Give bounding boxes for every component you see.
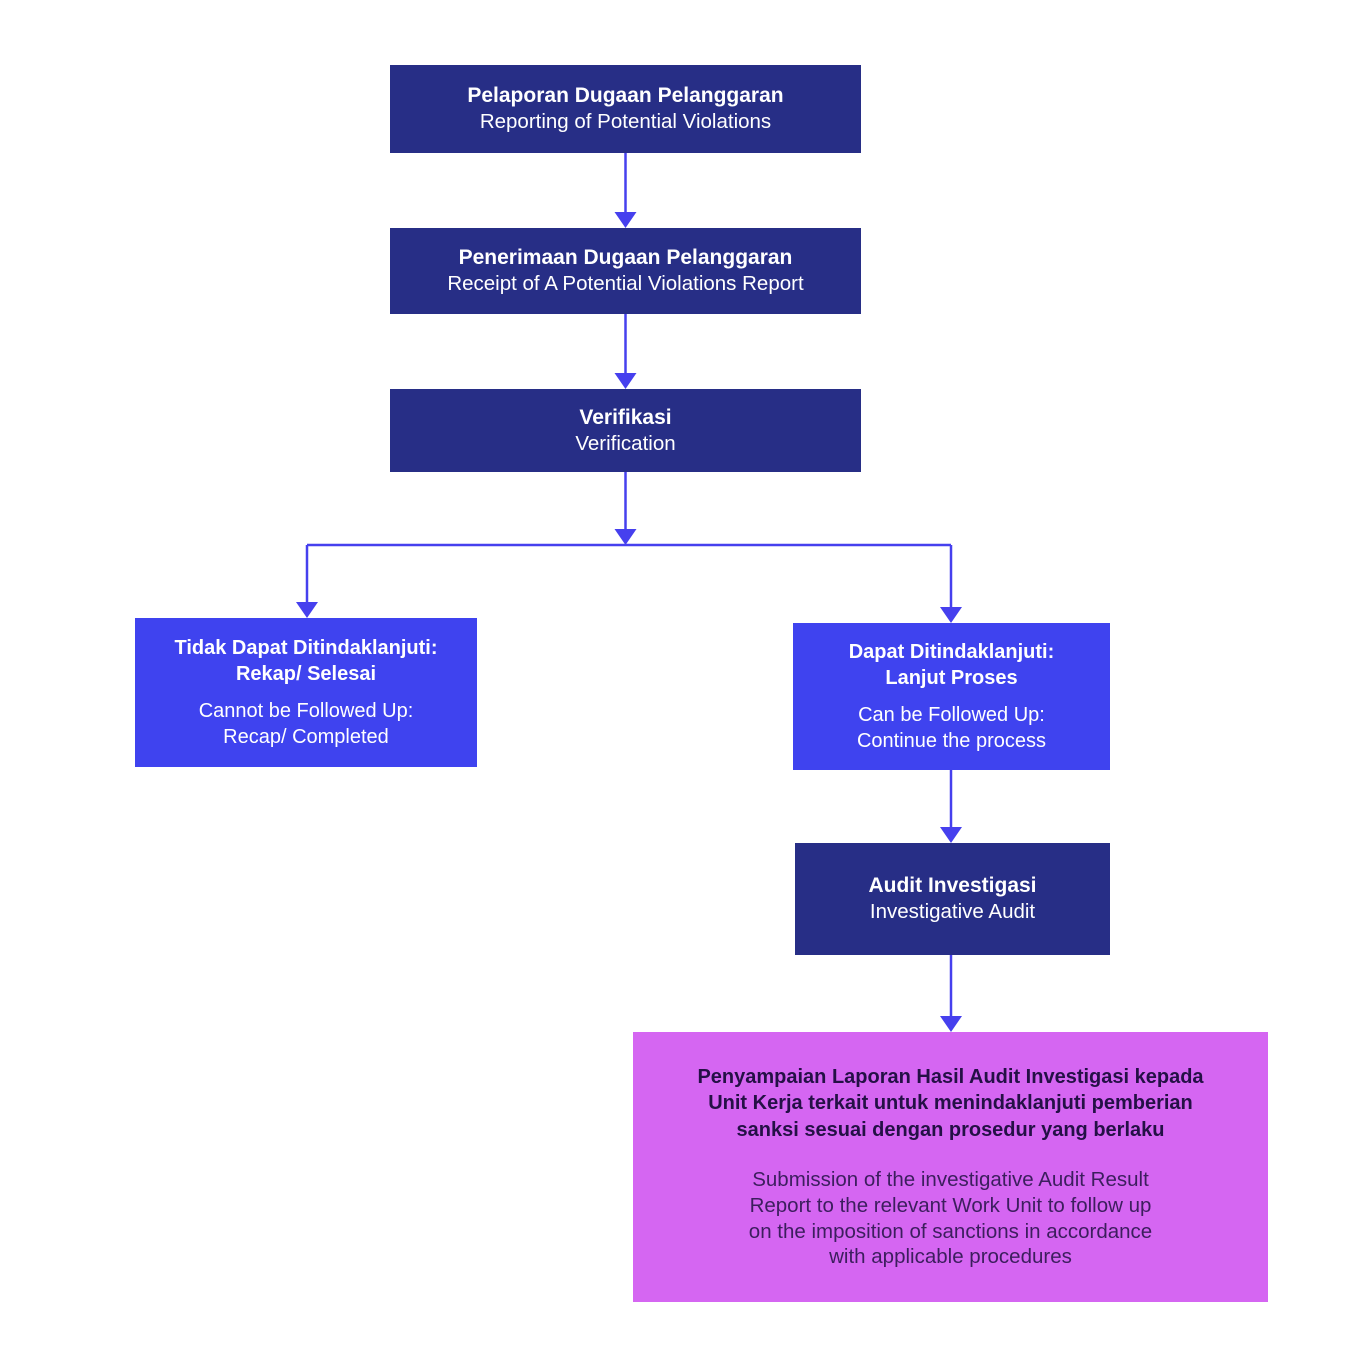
node-cannot-follow-up-subtitle: Cannot be Followed Up: Recap/ Completed (198, 700, 414, 748)
node-receipt-subtitle: Receipt of A Potential Violations Report (447, 272, 804, 296)
node-receipt-title: Penerimaan Dugaan Pelanggaran (458, 246, 793, 270)
arrowhead-report-to-receipt (614, 212, 637, 228)
arrowhead-verify-to-branch (614, 529, 637, 545)
arrowhead-audit-to-submission (940, 1016, 962, 1032)
node-verify-title: Verifikasi (579, 405, 672, 429)
node-can-follow-up: Dapat Ditindaklanjuti: Lanjut Proses Can… (793, 623, 1110, 770)
arrowhead-branch-right (940, 607, 962, 623)
node-verify-subtitle: Verification (575, 431, 676, 455)
node-verify: Verifikasi Verification (390, 389, 861, 472)
node-submission: Penyampaian Laporan Hasil Audit Investig… (633, 1032, 1268, 1302)
node-can-follow-up-subtitle: Can be Followed Up: Continue the process (856, 704, 1046, 752)
node-audit-subtitle: Investigative Audit (869, 900, 1036, 924)
node-audit: Audit Investigasi Investigative Audit (795, 843, 1110, 955)
node-audit-title: Audit Investigasi (868, 874, 1037, 898)
node-cannot-follow-up-title: Tidak Dapat Ditindaklanjuti: Rekap/ Sele… (174, 637, 438, 685)
node-report-subtitle: Reporting of Potential Violations (479, 110, 772, 134)
arrowhead-branch-left (296, 602, 318, 618)
node-can-follow-up-title: Dapat Ditindaklanjuti: Lanjut Proses (848, 641, 1055, 689)
node-receipt: Penerimaan Dugaan Pelanggaran Receipt of… (390, 228, 861, 314)
node-submission-subtitle: Submission of the investigative Audit Re… (748, 1167, 1153, 1269)
node-submission-title: Penyampaian Laporan Hasil Audit Investig… (697, 1065, 1204, 1141)
arrowhead-receipt-to-verify (614, 373, 637, 389)
arrowhead-can-to-audit (940, 827, 962, 843)
node-cannot-follow-up: Tidak Dapat Ditindaklanjuti: Rekap/ Sele… (135, 618, 477, 767)
node-report: Pelaporan Dugaan Pelanggaran Reporting o… (390, 65, 861, 153)
node-report-title: Pelaporan Dugaan Pelanggaran (467, 84, 784, 108)
